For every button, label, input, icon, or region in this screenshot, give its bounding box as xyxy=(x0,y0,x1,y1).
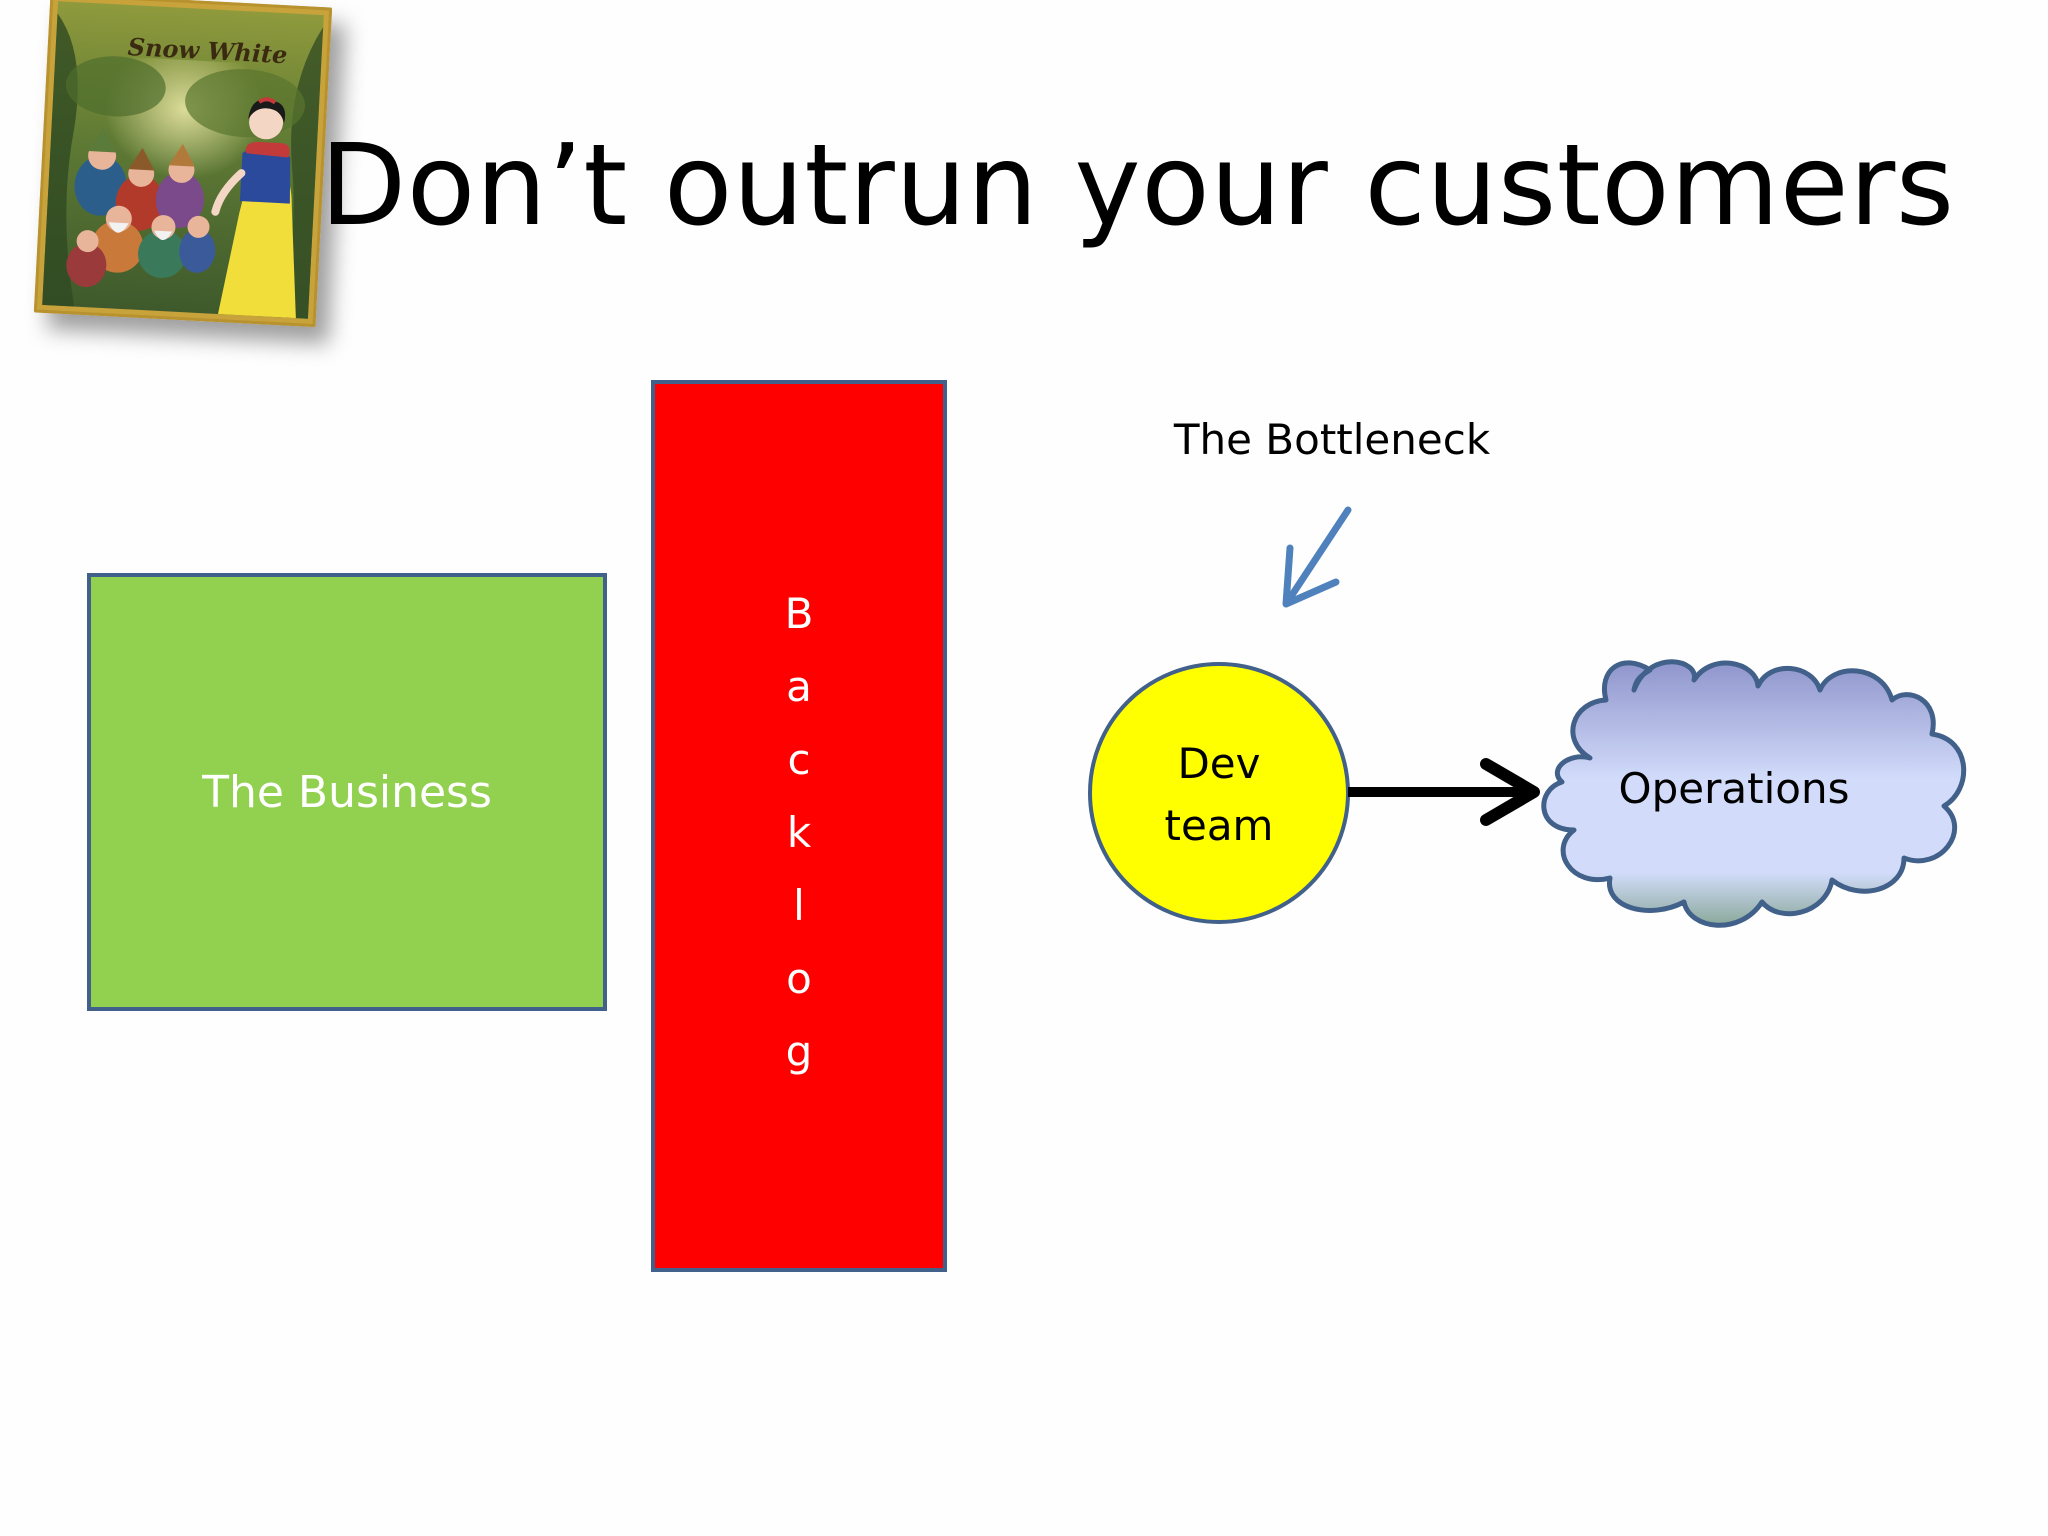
backlog-box: B a c k l o g xyxy=(651,380,947,1272)
backlog-letter: c xyxy=(787,735,810,784)
bottleneck-arrow xyxy=(1282,506,1352,608)
dwarfs-illustration xyxy=(66,127,216,288)
backlog-letter: g xyxy=(786,1027,813,1076)
backlog-letter: k xyxy=(787,808,812,857)
business-label: The Business xyxy=(201,767,492,818)
backlog-letter: a xyxy=(786,662,812,711)
backlog-letter: l xyxy=(793,881,805,930)
book-cover: Snow White xyxy=(33,0,333,328)
flow-arrow xyxy=(1348,758,1540,826)
backlog-letter: B xyxy=(785,589,814,638)
book-cover-art: Snow White xyxy=(33,0,333,328)
book-cover-image: Snow White xyxy=(33,0,333,328)
dev-team-label-line1: Dev xyxy=(1177,739,1260,788)
dev-team-circle: Dev team xyxy=(1088,662,1350,924)
slide-title: Don’t outrun your customers xyxy=(320,121,1955,251)
dev-team-label-line2: team xyxy=(1165,801,1274,850)
snow-white-illustration xyxy=(211,97,296,319)
business-box: The Business xyxy=(87,573,607,1011)
operations-label: Operations xyxy=(1619,764,1850,813)
bottleneck-label: The Bottleneck xyxy=(1173,415,1491,464)
operations-cloud: Operations xyxy=(1541,659,1967,928)
backlog-letter: o xyxy=(786,954,812,1003)
